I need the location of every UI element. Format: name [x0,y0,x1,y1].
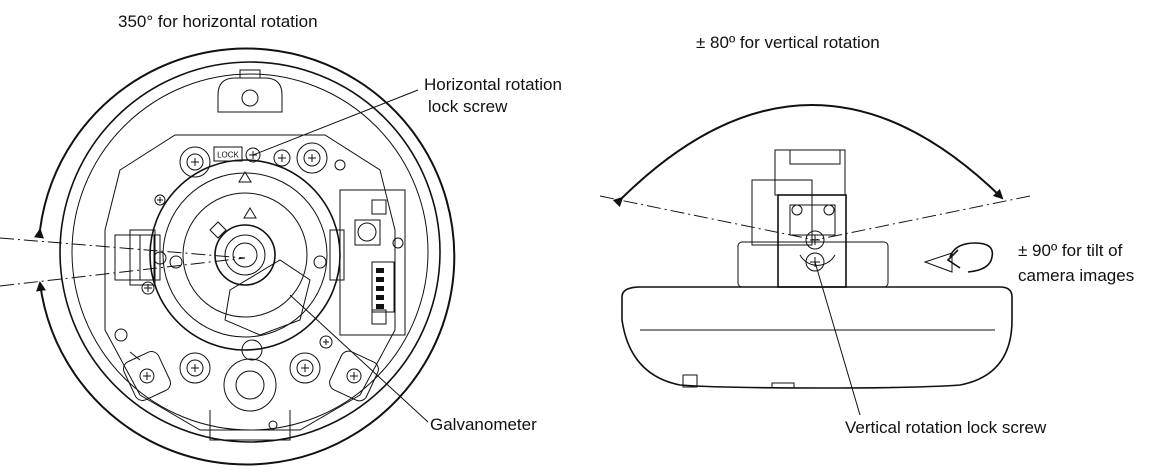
lock-badge-text: LOCK [217,151,239,160]
rotation-ring [149,159,341,351]
horizontal-range-label: 350° for horizontal rotation [118,12,318,31]
tilt-label-line2: camera images [1018,266,1134,285]
galvanometer-part [224,259,311,336]
inner-ring [71,73,429,431]
tilt-rotate-icon [923,242,994,273]
vertical-rotation-arc [612,104,1004,208]
lens-housing [182,192,308,318]
horizontal-lock-label-line2: lock screw [428,97,508,116]
vertical-range-label: ± 80º for vertical rotation [696,33,880,52]
lens-outer [214,224,276,286]
horizontal-ref-line-2 [0,257,246,287]
screw-group-bottom [114,328,379,441]
lock-badge [213,146,243,162]
dip-switch [371,261,395,313]
camera-body-top [774,149,846,196]
left-bracket [114,234,161,281]
left-screw [141,281,155,295]
camera-base [621,286,1013,389]
tilt-screw [805,230,825,250]
vertical-ref-line-right [814,195,1031,241]
screw-group-top: LOCK [154,142,346,206]
vertical-lock-screw [805,252,825,272]
outer-ring [59,61,441,443]
horizontal-lock-screw [245,147,261,163]
base-plate [104,134,396,431]
side-view-camera [599,104,1031,389]
vertical-lock-label: Vertical rotation lock screw [845,418,1047,437]
horizontal-rotation-arc [33,47,456,466]
galvanometer-label: Galvanometer [430,415,537,434]
galvanometer-leader [289,294,429,423]
vertical-lock-leader [814,261,861,416]
top-view-camera: LOCK [0,47,456,466]
camera-body [751,179,813,246]
horizontal-lock-leader [252,89,419,156]
lens-inner [224,234,266,276]
tilt-label-line1: ± 90º for tilt of [1018,241,1123,260]
vertical-ref-line-left [599,195,816,241]
top-tab [217,77,283,113]
alignment-mark-top [238,171,252,183]
horizontal-ref-line-1 [0,237,246,259]
horizontal-lock-label-line1: Horizontal rotation [424,75,562,94]
